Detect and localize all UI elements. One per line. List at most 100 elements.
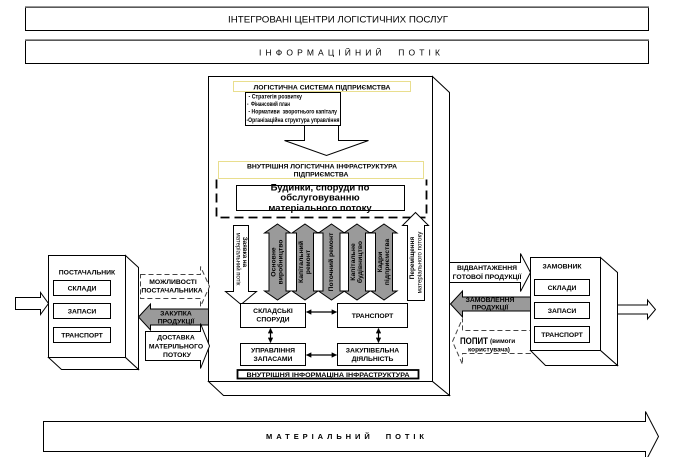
division-backing-rect [364, 232, 377, 292]
demand-label: ПОПИТ [460, 336, 488, 346]
customer-component-box [534, 279, 590, 296]
material-flow-arrow-shape [43, 411, 660, 457]
division-backing-rect [312, 232, 325, 292]
material-request-arrow [224, 225, 258, 306]
order-label: ЗАМОВЛЕННЯ [466, 297, 515, 304]
material-request-label-line: Заявка на [241, 237, 248, 268]
delivery-label: МАТЕРІЛЬНОГО [149, 343, 203, 350]
information-flow-label: ІНФОРМАЦІЙНИЙ ПОТІК [259, 46, 440, 57]
division-double-arrow [369, 223, 399, 301]
buildings-label-line: Будинки, споруди по [271, 182, 370, 193]
demand-note: користувача) [468, 346, 510, 353]
activity-procurement-label: ЗАКУПІВЕЛЬНА [346, 347, 399, 354]
customer-component-label: СКЛАДИ [548, 285, 577, 292]
activity-inventory-label: УПРАВЛІННЯ [251, 347, 295, 354]
internal-infrastructure-label-frame [218, 161, 424, 179]
internal-information-infrastructure-label: ВНУТРІШНЯ ІНФОРМАЦІНА ІНФРАСТРУКТУРА [247, 372, 410, 379]
supplier-capabilities-label: ПОСТАЧАЛЬНИКА [141, 288, 202, 295]
supplier-title: ПОСТАЧАЛЬНИК [59, 270, 116, 277]
purchase-arrow: ЗАКУПКА ПРОДУКЦІЇ [137, 302, 209, 332]
division-label-line: підприємства [383, 239, 391, 286]
demand-arrow: ПОПИТ (вимоги користувача) [451, 318, 531, 365]
internal-infrastructure-title-line: ПІДПРИЄМСТВА [294, 172, 349, 179]
delivery-label: ПОТОКУ [163, 352, 192, 359]
activity-inventory-label: ЗАПАСАМИ [254, 356, 293, 363]
band-frame [25, 40, 649, 64]
information-flow-band: ІНФОРМАЦІЙНИЙ ПОТІК [25, 39, 649, 64]
logistics-system-element: - Нормативи зворотнього капіталу [247, 108, 337, 116]
activity-transport-label: ТРАНСПОРТ [352, 313, 394, 320]
buildings-label-line: обслуговуванню [280, 193, 359, 204]
division-label-line: Капітальне [349, 243, 357, 281]
division-double-arrow [316, 223, 347, 301]
customer-title: ЗАМОВНИК [543, 263, 583, 270]
logistics-system-element: - Стратегія розвитку [247, 93, 302, 101]
division-double-arrow [342, 223, 372, 301]
material-movement-label-line: матеріального потоку [416, 231, 423, 294]
supplier-block: ПОСТАЧАЛЬНИК СКЛАДИ ЗАПАСИ ТРАНСПОРТ [47, 254, 140, 371]
integrated-logistics-centers-band: ІНТЕГРОВАНІ ЦЕНТРИ ЛОГІСТИЧНИХ ПОСЛУГ [25, 6, 649, 31]
supplier-box-bottom [47, 357, 140, 370]
logistics-system-title: ЛОГІСТИЧНА СИСТЕМА ПІДПРИЄМСТВА [254, 84, 391, 91]
division-personnel: Кадри підприємства [369, 223, 399, 301]
material-request-label-line: матеріальний потік [235, 233, 242, 286]
activity-warehousing-box [240, 303, 306, 328]
outbound-flow-arrow [617, 298, 657, 321]
supplier-capabilities-label: МОЖЛИВОСТІ [149, 279, 197, 286]
division-capital-construction: Капітальне будівництво [342, 223, 372, 301]
customer-component-label: ЗАПАСИ [548, 308, 577, 315]
logistics-system-elements-box [245, 92, 341, 126]
inbound-flow-arrow [15, 290, 50, 317]
supplier-box-side [125, 254, 139, 371]
material-flow-label: МАТЕРІАЛЬНИЙ ПОТІК [266, 432, 424, 441]
supplier-component-label: СКЛАДИ [68, 286, 97, 293]
logistics-system-element: -Організаційна структура управління [247, 116, 340, 124]
enterprise-box-side [432, 75, 450, 397]
division-label-line: ремонт [305, 249, 312, 274]
delivery-label: ДОСТАВКА [157, 334, 195, 341]
material-movement-arrow [401, 211, 430, 301]
supplier-capabilities-arrow: МОЖЛИВОСТІ ПОСТАЧАЛЬНИКА [140, 266, 211, 307]
activity-procurement-box [337, 343, 408, 366]
division-current-repair: Поточний ремонт [316, 223, 347, 301]
customer-box-side [600, 256, 618, 367]
division-label-line: Поточний ремонт [327, 232, 335, 291]
activity-warehousing-label: СКЛАДСЬКІ [253, 308, 293, 315]
white-arrow-shape [449, 253, 532, 292]
buildings-box [236, 185, 405, 211]
activity-warehousing-label: СПОРУДИ [256, 317, 289, 324]
activity-procurement-label: ДІЯЛЬНІСТЬ [352, 356, 394, 363]
customer-block: ЗАМОВНИК СКЛАДИ ЗАПАСИ ТРАНСПОРТ [529, 256, 619, 367]
division-capital-repair: Капітальний ремонт [290, 223, 320, 301]
division-double-arrow [290, 223, 320, 301]
logistics-system-label-frame [233, 81, 411, 92]
division-label-line: Основне [271, 247, 278, 277]
material-movement-label-line: Переміщення [408, 237, 416, 280]
band-title: ІНТЕГРОВАНІ ЦЕНТРИ ЛОГІСТИЧНИХ ПОСЛУГ [228, 14, 448, 24]
gray-arrow-shape [137, 302, 209, 332]
supplier-component-box [53, 327, 111, 343]
delivery-arrow: ДОСТАВКА МАТЕРІЛЬНОГО ПОТОКУ [145, 323, 211, 369]
division-main-production: Основне виробництво [262, 223, 293, 301]
supplier-component-box [53, 280, 111, 296]
enterprise-logistics-block: ЛОГІСТИЧНА СИСТЕМА ПІДПРИЄМСТВА - Страте… [207, 75, 451, 397]
purchase-label: ЗАКУПКА [160, 311, 192, 318]
shipment-label: ГОТОВОЇ ПРОДУКЦІЇ [453, 273, 523, 281]
shipment-label: ВІДВАНТАЖЕННЯ [457, 265, 517, 272]
customer-component-label: ТРАНСПОРТ [541, 332, 583, 339]
shipment-arrow: ВІДВАНТАЖЕННЯ ГОТОВОЇ ПРОДУКЦІЇ [449, 253, 532, 292]
supplier-component-label: ЗАПАСИ [68, 309, 97, 316]
white-arrow-shape [145, 323, 211, 369]
division-label-line: Капітальний [297, 241, 305, 283]
buildings-label-line: матеріального потоку [268, 203, 372, 214]
customer-component-box [534, 326, 590, 343]
purchase-label: ПРОДУКЦІЇ [158, 318, 196, 326]
order-arrow: ЗАМОВЛЕННЯ ПРОДУКЦІЇ [449, 289, 531, 319]
enterprise-box-bottom [207, 381, 451, 396]
material-flow-arrow: МАТЕРІАЛЬНИЙ ПОТІК [43, 411, 660, 457]
demand-note: (вимоги [490, 338, 515, 345]
division-double-arrow [262, 223, 293, 301]
logistics-system-element: - Фінансовий план [247, 100, 290, 108]
activity-transport-box [337, 303, 408, 328]
